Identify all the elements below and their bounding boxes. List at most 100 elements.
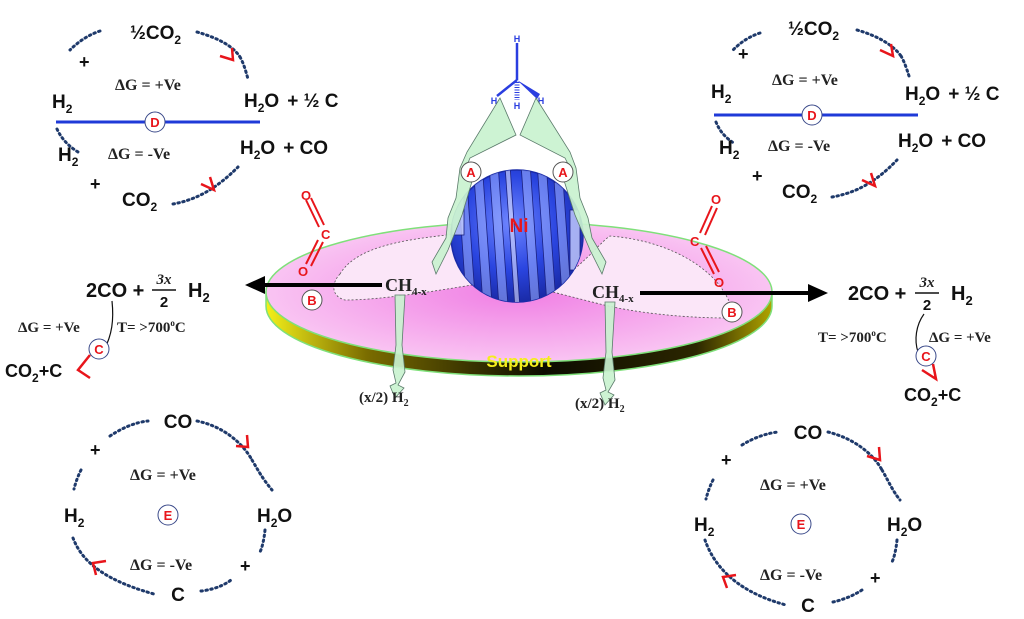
co2-right-o2: O [714, 275, 724, 290]
reaction-e-left: CO + ΔG = +Ve H2 E H2O ΔG = -Ve + C [64, 412, 292, 606]
svg-text:B: B [727, 305, 736, 320]
svg-text:+: + [240, 556, 251, 576]
svg-text:E: E [164, 508, 173, 523]
svg-text:½CO2: ½CO2 [130, 23, 181, 47]
svg-text:H2: H2 [52, 92, 73, 116]
svg-text:H2O: H2O [257, 506, 292, 530]
co2-left-o1: O [301, 188, 311, 203]
co2-molecule-right [699, 205, 720, 275]
svg-text:C: C [921, 349, 931, 364]
svg-text:ΔG = -Ve: ΔG = -Ve [130, 557, 192, 574]
svg-text:T= >700oC: T= >700oC [117, 318, 186, 336]
svg-text:CO: CO [164, 412, 193, 433]
co2-left-o2: O [298, 264, 308, 279]
svg-text:ΔG = +Ve: ΔG = +Ve [929, 330, 991, 346]
dissociation-arrow-left [431, 97, 517, 276]
svg-text:H2O: H2O [887, 515, 922, 539]
reaction-d-left: ½CO2 + H2 ΔG = +Ve H2O+ ½ C D ΔG = -Ve H… [52, 23, 339, 214]
h2-release-right: (x/2) H2 [575, 396, 625, 415]
svg-text:CO2+C: CO2+C [904, 385, 961, 409]
svg-text:ΔG = -Ve: ΔG = -Ve [760, 567, 822, 584]
co2-molecule-left: ½CO [305, 197, 325, 267]
svg-text:H2: H2 [711, 82, 732, 106]
svg-text:ΔG = +Ve: ΔG = +Ve [18, 320, 80, 336]
svg-text:+: + [721, 450, 732, 470]
methane-h-left: H [491, 96, 498, 106]
svg-text:ΔG = +Ve: ΔG = +Ve [115, 77, 181, 94]
svg-text:½CO2: ½CO2 [788, 19, 839, 43]
reaction-b-right: 2CO + 3x 2 H2 [848, 275, 973, 314]
co2-right-o1: O [711, 192, 721, 207]
svg-text:C: C [94, 342, 104, 357]
svg-text:CO2: CO2 [122, 190, 158, 214]
dissociation-arrow-right [519, 97, 607, 276]
svg-text:H2: H2 [951, 283, 973, 308]
site-a-right: A [552, 161, 574, 183]
intermediate-left: CH4-x [385, 275, 427, 298]
svg-text:2: 2 [160, 294, 168, 311]
reaction-d-right: ½CO2 + H2 ΔG = +Ve H2O+ ½ C D ΔG = -Ve H… [711, 19, 1000, 206]
svg-text:ΔG = +Ve: ΔG = +Ve [760, 477, 826, 494]
nickel-label: Ni [510, 216, 529, 237]
svg-text:H2O+ CO: H2O+ CO [240, 138, 328, 162]
svg-text:+: + [90, 174, 101, 194]
svg-text:H2: H2 [188, 280, 210, 305]
reaction-b-left: 2CO + 3x 2 H2 [86, 272, 210, 311]
svg-text:A: A [466, 165, 476, 180]
svg-text:+: + [738, 44, 749, 64]
svg-text:3x: 3x [919, 275, 936, 291]
adsorbed-zone-right [543, 235, 732, 319]
support-label: Support [486, 352, 551, 371]
svg-text:+: + [90, 440, 101, 460]
svg-text:+: + [79, 52, 90, 72]
svg-text:T= >700oC: T= >700oC [818, 328, 887, 346]
arrow-right-head [808, 284, 828, 302]
svg-text:B: B [307, 293, 316, 308]
svg-text:D: D [807, 108, 816, 123]
h2-release-arrow-left [389, 294, 406, 399]
svg-text:CO: CO [794, 423, 823, 444]
intermediate-right: CH4-x [592, 282, 634, 305]
svg-text:ΔG = +Ve: ΔG = +Ve [130, 467, 196, 484]
svg-text:CO2: CO2 [782, 182, 818, 206]
reaction-c-right: T= >700oC ΔG = +Ve C CO2+C [818, 313, 991, 409]
svg-text:3x: 3x [156, 272, 173, 288]
svg-text:C: C [171, 585, 185, 606]
svg-text:ΔG = +Ve: ΔG = +Ve [772, 72, 838, 89]
svg-text:2: 2 [923, 297, 931, 314]
site-b-left: B [301, 289, 323, 311]
methane-h-back: H [514, 101, 521, 111]
svg-text:D: D [150, 115, 159, 130]
svg-text:ΔG = -Ve: ΔG = -Ve [108, 146, 170, 163]
site-a-left: A [460, 161, 482, 183]
h2-release-arrow-right [599, 301, 616, 406]
reaction-c-left: ΔG = +Ve T= >700oC C CO2+C [5, 300, 186, 385]
reaction-e-right: CO + ΔG = +Ve H2 E H2O ΔG = -Ve + C [694, 423, 922, 617]
svg-text:CO2+C: CO2+C [5, 361, 62, 385]
methane-h-top: H [514, 34, 521, 44]
h2-release-left: (x/2) H2 [359, 390, 409, 409]
site-b-right: B [721, 301, 743, 323]
methane-h-right: H [538, 96, 545, 106]
svg-text:ΔG = -Ve: ΔG = -Ve [768, 138, 830, 155]
svg-text:C: C [801, 596, 815, 617]
svg-text:2CO +: 2CO + [848, 283, 906, 305]
svg-text:H2O+ CO: H2O+ CO [898, 131, 986, 155]
svg-text:H2: H2 [64, 506, 85, 530]
svg-text:H2: H2 [58, 145, 79, 169]
svg-text:H2: H2 [694, 515, 715, 539]
svg-text:H2O+ ½ C: H2O+ ½ C [905, 84, 1000, 108]
svg-text:A: A [558, 165, 568, 180]
svg-text:H2O+ ½ C: H2O+ ½ C [244, 91, 339, 115]
co2-right-c: C [690, 234, 700, 249]
methane-molecule: H H H H [491, 34, 545, 111]
svg-text:E: E [797, 517, 806, 532]
svg-text:+: + [752, 166, 763, 186]
arrow-left-head [245, 276, 265, 294]
svg-text:2CO +: 2CO + [86, 280, 144, 302]
co2-left-c: C [321, 227, 331, 242]
nickel-particle: Ni [450, 169, 584, 303]
svg-text:+: + [870, 568, 881, 588]
dissociation-arrows [389, 97, 616, 406]
